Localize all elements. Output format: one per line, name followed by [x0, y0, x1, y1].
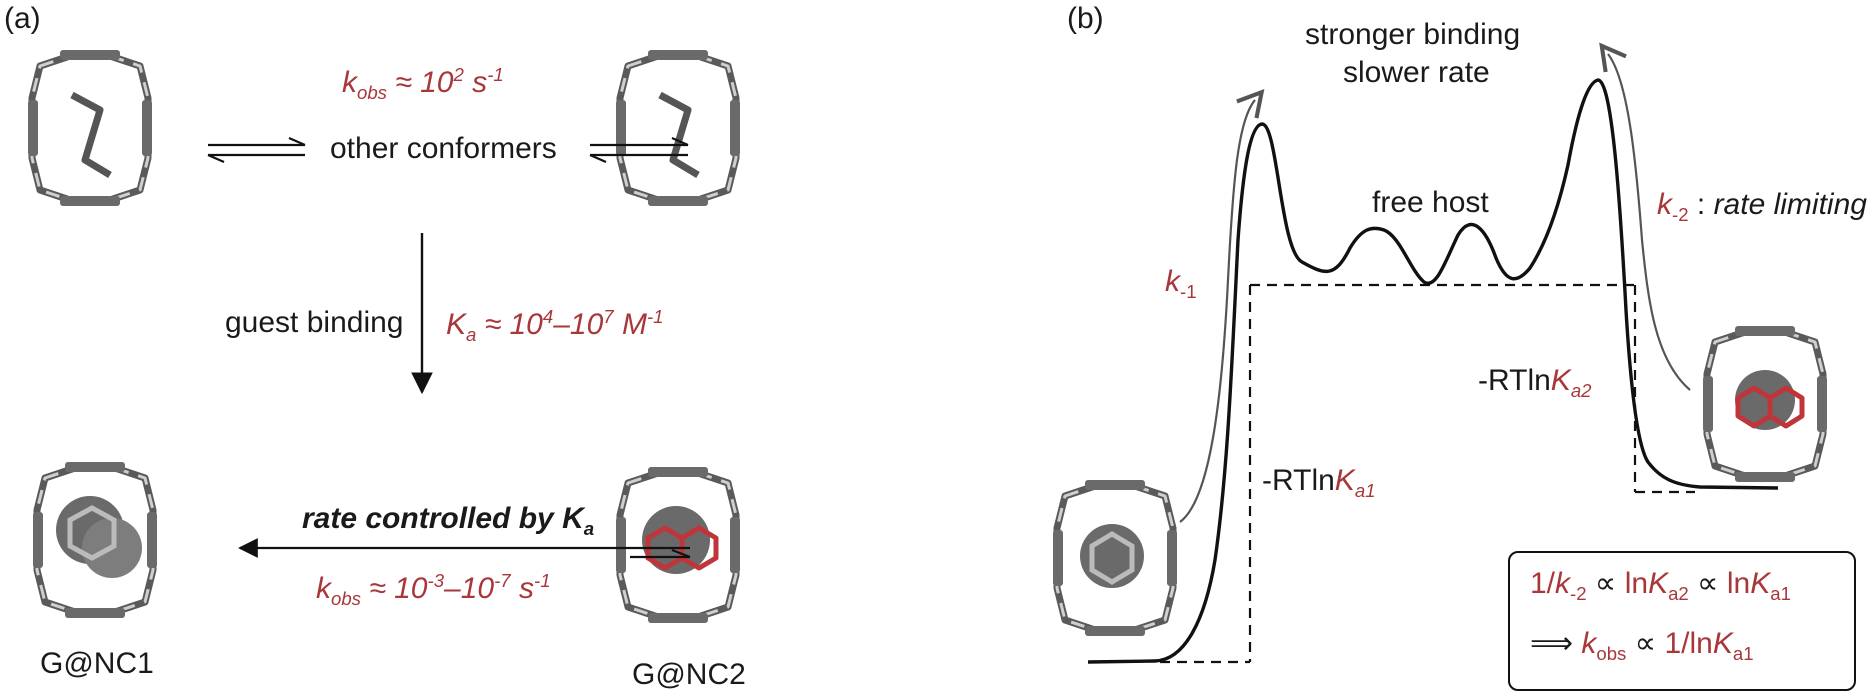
g-nc2-label: G@NC2: [632, 658, 746, 691]
k-obs-bottom-label: kobs ≈ 10-3–10-7 s-1: [316, 570, 551, 609]
panel-b-label: (b): [1067, 2, 1104, 35]
guest-binding-label: guest binding: [225, 306, 404, 339]
panel-a-label: (a): [4, 2, 41, 35]
rate-controlled-label: rate controlled by Ka: [302, 502, 595, 539]
cage-with-guest-g-nc2: [616, 467, 740, 623]
equilibrium-arrows-right: [589, 136, 689, 164]
other-conformers-label: other conformers: [330, 132, 557, 165]
rtln-ka1-label: -RTlnKa1: [1262, 464, 1376, 501]
equilibrium-arrows-left: [207, 136, 306, 164]
energy-level-dashed-lines: [1160, 283, 1695, 664]
relation-line1: 1/k-2 ∝ lnKa2 ∝ lnKa1: [1530, 567, 1791, 604]
k-minus2-arrow: [1599, 42, 1691, 391]
energy-profile-curve: [1087, 78, 1779, 664]
relation-line2: ⟹ kobs ∝ 1/lnKa1: [1530, 627, 1754, 664]
k-minus1-label: k-1: [1165, 265, 1197, 302]
g-nc1-label: G@NC1: [40, 647, 154, 680]
rtln-ka2-label: -RTlnKa2: [1478, 364, 1592, 401]
relation-box: [1508, 551, 1856, 691]
k-obs-top-label: kobs ≈ 102 s-1: [342, 64, 504, 103]
k-minus2-label: k-2 : rate limiting: [1657, 188, 1867, 225]
rate-controlled-arrows: [238, 538, 691, 559]
cage-with-guest-g-nc1: [33, 462, 157, 618]
cage-with-guest-right-b: [1703, 326, 1827, 482]
title-line1: stronger binding: [1305, 18, 1521, 51]
k-minus1-arrow: [1179, 88, 1265, 523]
cage-structure-top-right: [616, 50, 740, 206]
ka-range-label: Ka ≈ 104–107 M-1: [446, 306, 664, 345]
cage-with-guest-left-b: [1053, 480, 1177, 636]
free-host-label: free host: [1372, 186, 1489, 219]
title-line2: slower rate: [1343, 56, 1490, 89]
cage-structure-top-left: [28, 50, 152, 206]
